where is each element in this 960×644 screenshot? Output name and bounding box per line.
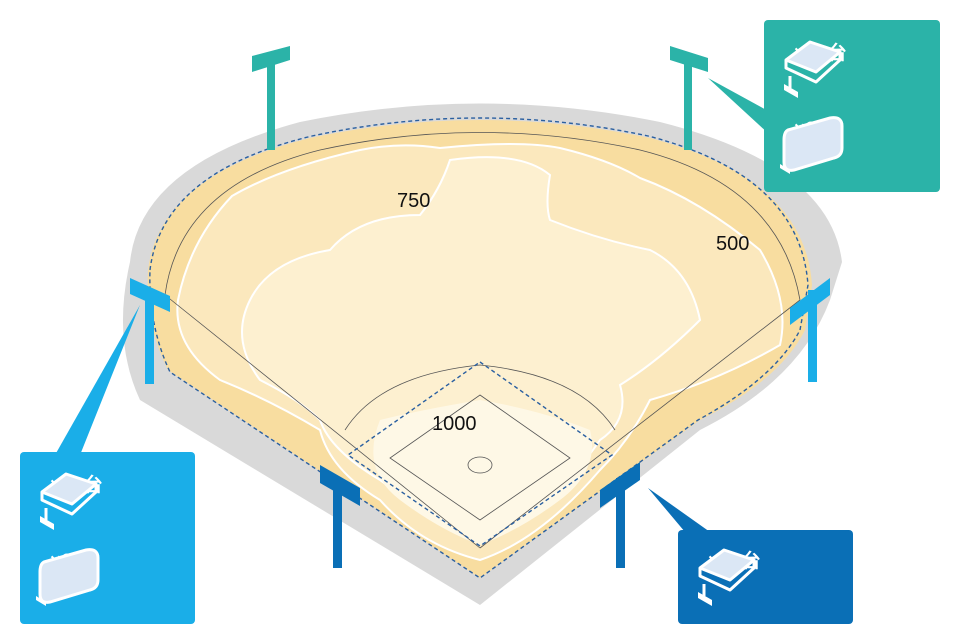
- panel-light-row: ×3台: [780, 114, 844, 174]
- lux-label-500: 500: [716, 233, 749, 255]
- callout-pointer-bottom-right: [648, 488, 710, 532]
- callout-top-right: ×14台 ×3台: [764, 20, 940, 192]
- light-pole-top-right: [670, 46, 708, 150]
- foul-line-right: [479, 299, 801, 549]
- light-pole-top-left: [252, 46, 290, 150]
- callout-pointer-left: [55, 305, 140, 455]
- floodlight-icon: [784, 40, 842, 98]
- callout-bottom-right: ×12台: [678, 530, 853, 624]
- light-pole-bottom-right: [600, 462, 640, 568]
- light-pole-bottom-left: [320, 465, 360, 568]
- floodlight-icon: [698, 548, 756, 606]
- foul-line-left: [164, 294, 481, 549]
- outfield-arc: [164, 132, 801, 301]
- floodlight-row: ×12台: [694, 546, 761, 606]
- callout-pointer-top-right: [708, 78, 770, 135]
- base-paths: [389, 394, 571, 521]
- panel-light-icon: [780, 116, 844, 174]
- light-pole-right: [790, 278, 830, 382]
- floodlight-row: ×13台: [36, 470, 103, 530]
- panel-light-row: ×2台: [36, 546, 100, 606]
- light-pole-left: [130, 278, 170, 384]
- lux-label-750: 750: [397, 190, 430, 212]
- pitchers-mound: [467, 456, 493, 474]
- lux-label-1000: 1000: [432, 413, 477, 435]
- panel-light-icon: [36, 548, 100, 606]
- callout-left: ×13台 ×2台: [20, 452, 195, 624]
- infield-diamond: [346, 361, 614, 547]
- field-boundary: [149, 117, 809, 579]
- floodlight-icon: [40, 472, 98, 530]
- infield-arc: [344, 364, 616, 431]
- floodlight-row: ×14台: [780, 38, 847, 98]
